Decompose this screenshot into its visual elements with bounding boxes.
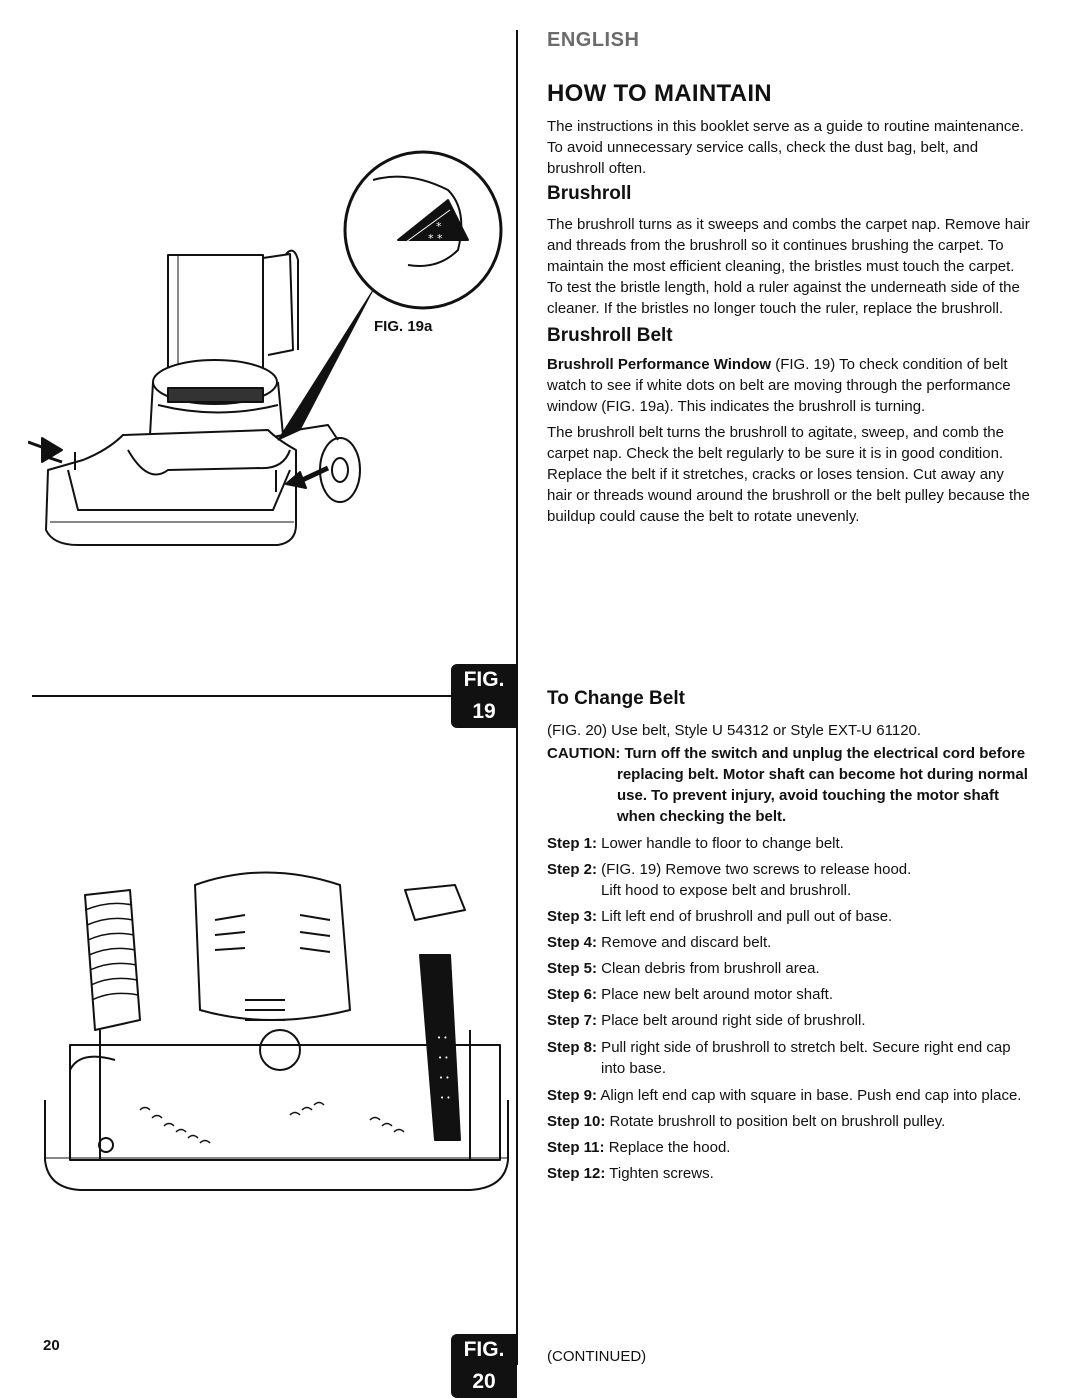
step-text: Pull right side of brushroll to stretch … (597, 1039, 1011, 1056)
step-label: Step 3: (547, 908, 598, 925)
column-divider (516, 30, 518, 1365)
step-item: Step 5: Clean debris from brushroll area… (547, 958, 1037, 979)
step-text: Tighten screws. (605, 1165, 714, 1182)
step-label: Step 11: (547, 1139, 605, 1156)
step-label: Step 1: (547, 835, 598, 852)
svg-text:• •: • • (440, 1094, 450, 1102)
page-number: 20 (43, 1337, 60, 1354)
step-label: Step 6: (547, 986, 598, 1003)
step-text: (FIG. 19) Remove two screws to release h… (597, 861, 912, 878)
fig19a-caption: FIG. 19a (374, 318, 433, 335)
step-continuation: Lift hood to expose belt and brushroll. (601, 882, 852, 899)
fig19-vacuum-illustration: * ** (28, 150, 503, 546)
step-item: Step 11: Replace the hood. (547, 1137, 1037, 1158)
step-text: Place new belt around motor shaft. (597, 986, 833, 1003)
step-item: Step 1: Lower handle to floor to change … (547, 833, 1037, 854)
step-text: Replace the hood. (604, 1139, 731, 1156)
step-label: Step 9: (547, 1087, 598, 1104)
performance-window-text: (FIG. 19) To check condition of belt wat… (547, 356, 1011, 415)
step-text: Rotate brushroll to position belt on bru… (605, 1113, 946, 1130)
brushroll-paragraph: The brushroll turns as it sweeps and com… (547, 216, 1030, 317)
step-text: Place belt around right side of brushrol… (597, 1012, 866, 1029)
intro-paragraph: The instructions in this booklet serve a… (547, 118, 1024, 177)
step-label: Step 2: (547, 861, 598, 878)
step-label: Step 8: (547, 1039, 598, 1056)
step-text: Clean debris from brushroll area. (597, 960, 820, 977)
performance-window-paragraph: Brushroll Performance Window (FIG. 19) T… (547, 354, 1033, 417)
performance-window-label: Brushroll Performance Window (547, 356, 772, 373)
step-item: Step 8: Pull right side of brushroll to … (547, 1037, 1037, 1079)
fig19-tag: FIG. 19 (451, 664, 517, 728)
language-label: ENGLISH (547, 29, 640, 51)
brushroll-belt-heading: Brushroll Belt (547, 325, 673, 346)
step-item: Step 4: Remove and discard belt. (547, 932, 1037, 953)
belt-paragraph: The brushroll belt turns the brushroll t… (547, 424, 1030, 525)
fig20-tag: FIG. 20 (451, 1334, 517, 1398)
belt-style-note: (FIG. 20) Use belt, Style U 54312 or Sty… (547, 722, 922, 739)
page-title: HOW TO MAINTAIN (547, 80, 772, 107)
step-item: Step 2: (FIG. 19) Remove two screws to r… (547, 859, 1037, 901)
svg-text:• •: • • (439, 1074, 449, 1082)
step-label: Step 10: (547, 1113, 606, 1130)
step-item: Step 9: Align left end cap with square i… (547, 1085, 1037, 1106)
caution-first-line: CAUTION: Turn off the switch and unplug … (547, 745, 1026, 762)
step-label: Step 12: (547, 1165, 606, 1182)
step-continuation: into base. (601, 1060, 667, 1077)
step-item: Step 12: Tighten screws. (547, 1163, 1037, 1184)
fig20-belt-illustration: • • • • • • • • (44, 871, 509, 1191)
step-label: Step 5: (547, 960, 598, 977)
step-label: Step 4: (547, 934, 598, 951)
svg-text:• •: • • (438, 1054, 448, 1062)
caution-block: CAUTION: Turn off the switch and unplug … (547, 743, 1037, 827)
step-item: Step 6: Place new belt around motor shaf… (547, 984, 1037, 1005)
step-text: Align left end cap with square in base. … (597, 1087, 1022, 1104)
step-text: Lift left end of brushroll and pull out … (597, 908, 893, 925)
step-item: Step 10: Rotate brushroll to position be… (547, 1111, 1037, 1132)
brushroll-heading: Brushroll (547, 183, 632, 204)
figure-divider (32, 695, 518, 697)
step-item: Step 3: Lift left end of brushroll and p… (547, 906, 1037, 927)
svg-text:*: * (436, 220, 442, 233)
step-label: Step 7: (547, 1012, 598, 1029)
svg-text:• •: • • (437, 1034, 447, 1042)
continued-note: (CONTINUED) (547, 1348, 647, 1365)
svg-text:* *: * * (428, 232, 443, 245)
step-text: Lower handle to floor to change belt. (597, 835, 844, 852)
step-item: Step 7: Place belt around right side of … (547, 1010, 1037, 1031)
caution-rest: replacing belt. Motor shaft can become h… (617, 766, 1028, 825)
change-belt-heading: To Change Belt (547, 688, 685, 709)
step-text: Remove and discard belt. (597, 934, 772, 951)
